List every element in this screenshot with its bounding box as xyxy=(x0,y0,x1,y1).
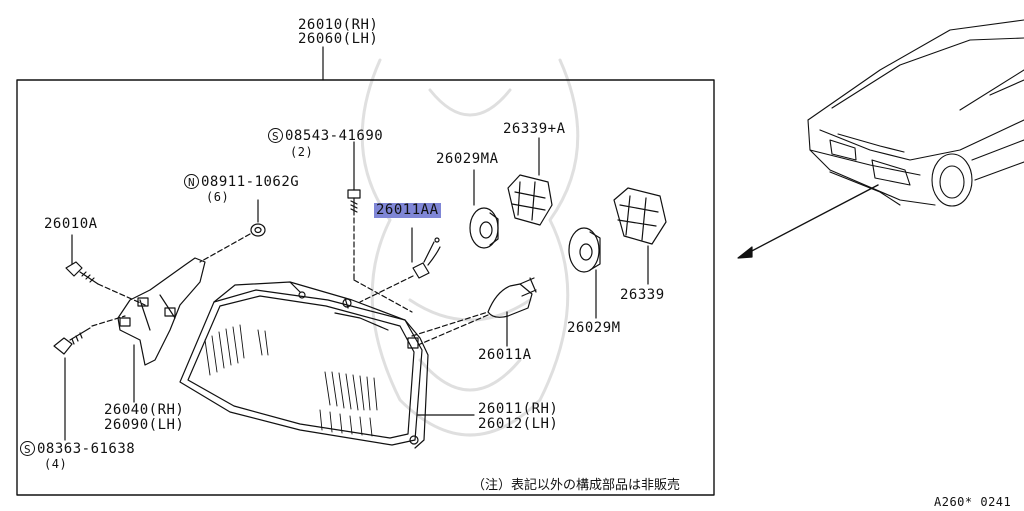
screw-a-drawing xyxy=(347,141,361,216)
screw-b-symbol: S xyxy=(20,441,35,456)
screw-a-code: 08543-41690 xyxy=(285,128,384,144)
cap-label: 26029M xyxy=(567,320,621,336)
nut-qty: (6) xyxy=(206,190,230,204)
cap-drawing xyxy=(568,227,601,319)
screw-b-drawing xyxy=(53,327,91,441)
bracket-label-rh: 26040(RH) xyxy=(104,402,185,418)
watermark-emblem xyxy=(360,58,580,437)
car-leader-arrow xyxy=(745,184,879,255)
small-bulb-drawing xyxy=(411,227,441,279)
bracket-screw-drawing xyxy=(65,234,99,285)
headlamp-drawing xyxy=(179,281,429,449)
socket-a-label: 26339+A xyxy=(503,121,566,137)
sales-note: （注）表記以外の構成部品は非販売 xyxy=(472,478,681,493)
diagram-frame xyxy=(16,79,715,496)
nut-symbol: N xyxy=(184,174,199,189)
socket-a-drawing xyxy=(507,137,553,226)
bulb-drawing xyxy=(487,277,537,347)
lamp-label-lh: 26012(LH) xyxy=(478,416,559,432)
assembly-label-lh: 26060(LH) xyxy=(298,31,379,47)
lamp-label-rh: 26011(RH) xyxy=(478,401,559,417)
screw-a-symbol: S xyxy=(268,128,283,143)
assembly-label-rh: 26010(RH) xyxy=(298,17,379,33)
cap-a-label: 26029MA xyxy=(436,151,499,167)
nut-code: 08911-1062G xyxy=(201,174,300,190)
socket-drawing xyxy=(613,187,667,285)
car-sketch xyxy=(807,19,1024,207)
diagram-code: A260* 0241 xyxy=(934,495,1012,509)
bracket-drawing xyxy=(117,257,206,403)
bracket-screw-label: 26010A xyxy=(44,216,98,232)
screw-b-qty: (4) xyxy=(44,457,68,471)
bulb-label: 26011A xyxy=(478,347,532,363)
screw-b-code: 08363-61638 xyxy=(37,441,136,457)
bulb-small-label[interactable]: 26011AA xyxy=(374,202,441,218)
nut-drawing xyxy=(250,199,266,237)
bracket-label-lh: 26090(LH) xyxy=(104,417,185,433)
screw-a-qty: (2) xyxy=(290,145,314,159)
socket-label: 26339 xyxy=(620,287,665,303)
cap-a-drawing xyxy=(469,169,499,249)
